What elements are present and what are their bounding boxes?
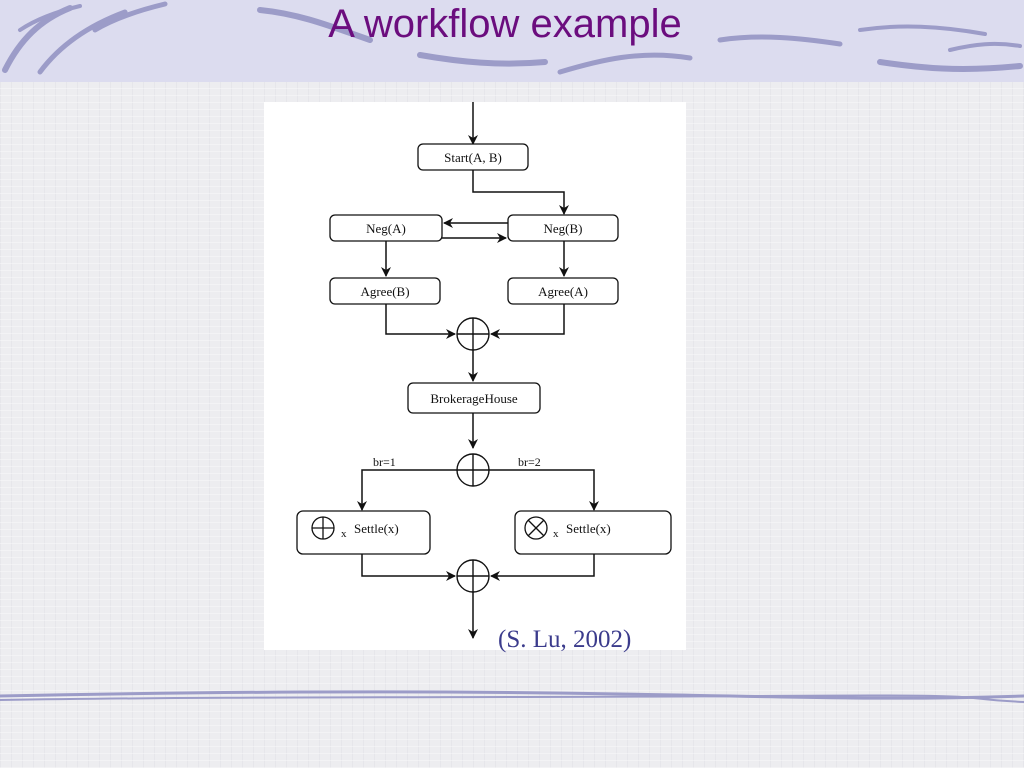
slide-title: A workflow example <box>328 2 682 46</box>
edge-split-settle-left <box>357 469 457 511</box>
node-agree-b: Agree(B) <box>329 277 441 305</box>
svg-text:BrokerageHouse: BrokerageHouse <box>430 391 518 406</box>
svg-text:Agree(A): Agree(A) <box>538 284 588 299</box>
subscript-x-left: x <box>341 528 347 540</box>
node-agree-a: Agree(A) <box>507 277 619 305</box>
svg-text:Start(A, B): Start(A, B) <box>444 150 502 165</box>
node-start: Start(A, B) <box>417 143 529 171</box>
svg-text:Agree(B): Agree(B) <box>360 284 409 299</box>
subscript-x-right: x <box>553 528 559 540</box>
edge-agreeb-join1 <box>385 304 456 339</box>
or-split-connector <box>456 453 490 487</box>
workflow-figure: Start(A, B) Neg(A) Neg(B) Agree(B) Agree… <box>264 102 686 650</box>
header-band <box>0 0 1024 82</box>
node-settle-left: x Settle(x) <box>296 510 431 555</box>
edge-start-negb <box>472 170 569 215</box>
edge-settleleft-join2 <box>361 554 456 581</box>
decorative-swooshes <box>2 1 1023 75</box>
edge-settleright-join2 <box>490 554 595 581</box>
svg-text:Neg(A): Neg(A) <box>366 221 406 236</box>
node-neg-a: Neg(A) <box>329 214 443 242</box>
svg-text:Settle(x): Settle(x) <box>354 521 399 536</box>
node-brokerage-house: BrokerageHouse <box>407 382 541 414</box>
svg-text:Neg(B): Neg(B) <box>544 221 583 236</box>
node-settle-right: x Settle(x) <box>514 510 672 555</box>
citation: (S. Lu, 2002) <box>498 626 632 653</box>
node-neg-b: Neg(B) <box>507 214 619 242</box>
branch-label-right: br=2 <box>518 455 541 469</box>
bottom-decorative-rule <box>0 690 1024 703</box>
edge-agreea-join1 <box>490 304 565 339</box>
or-join-connector-top <box>456 317 490 351</box>
branch-label-left: br=1 <box>373 455 396 469</box>
svg-text:Settle(x): Settle(x) <box>566 521 611 536</box>
or-join-connector-bottom <box>456 559 490 593</box>
edge-split-settle-right <box>489 469 599 511</box>
workflow-diagram: Start(A, B) Neg(A) Neg(B) Agree(B) Agree… <box>296 102 672 639</box>
